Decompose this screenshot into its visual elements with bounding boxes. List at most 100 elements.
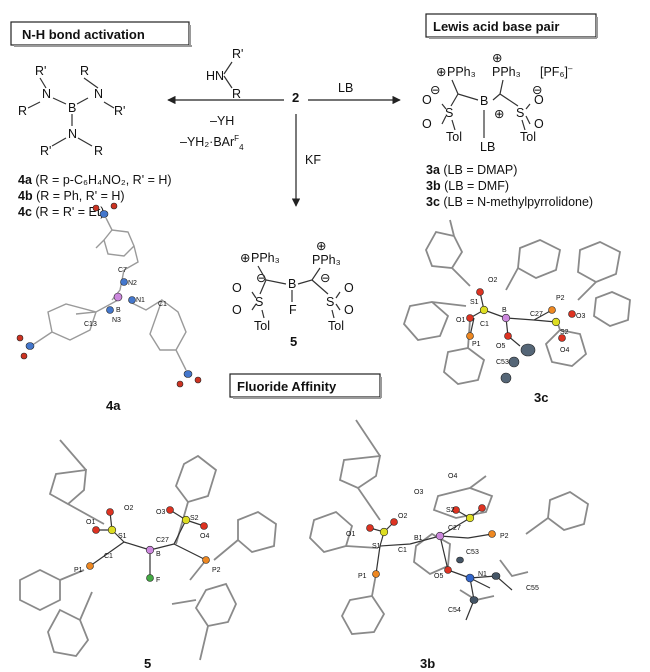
svg-text:C27: C27	[448, 525, 461, 532]
svg-text:N: N	[42, 87, 51, 101]
svg-text:O4: O4	[200, 533, 209, 540]
svg-text:C1: C1	[480, 321, 489, 328]
svg-text:O3: O3	[414, 489, 423, 496]
svg-text:B: B	[116, 307, 121, 314]
svg-text:C7: C7	[118, 267, 127, 274]
svg-text:[PF₆]–: [PF₆]–	[540, 64, 573, 79]
svg-text:S: S	[445, 106, 453, 120]
crystal-3c: O2 P2 S1 O1 C1 B C27 O3 S2 P1 O5 C53 O4 …	[402, 219, 631, 405]
svg-text:⊕: ⊕	[240, 251, 250, 265]
structure-3: ⊕ PPh₃ ⊕ PPh₃ [PF₆]– ⊖ ⊖ B ⊕ S S O O O O…	[422, 51, 573, 154]
lewis-box-title: Lewis acid base pair	[433, 19, 559, 34]
svg-text:R: R	[232, 87, 241, 101]
svg-text:–YH: –YH	[210, 114, 234, 128]
svg-text:⊖: ⊖	[430, 83, 440, 97]
crystal-5: O2 O1 S1 O3 S2 O4 C1 C27 B P1 P2 F 5	[19, 439, 277, 671]
svg-text:P2: P2	[212, 567, 221, 574]
svg-text:–YH₂·BArF4: –YH₂·BArF4	[180, 134, 244, 152]
svg-text:Tol: Tol	[328, 319, 344, 333]
svg-text:P2: P2	[556, 295, 565, 302]
compounds-3-list: 3a (LB = DMAP) 3b (LB = DMF) 3c (LB = N-…	[426, 163, 593, 209]
crystal-3c-label: 3c	[534, 390, 548, 405]
nh-box-title: N-H bond activation	[22, 27, 145, 42]
svg-text:C1: C1	[104, 553, 113, 560]
svg-text:O4: O4	[560, 347, 569, 354]
svg-text:C53: C53	[496, 359, 509, 366]
svg-text:B: B	[156, 551, 161, 558]
crystal-3b-label: 3b	[420, 656, 435, 671]
svg-text:O1: O1	[456, 317, 465, 324]
fluoride-box-title: Fluoride Affinity	[237, 379, 337, 394]
svg-text:F: F	[289, 303, 297, 317]
svg-text:C55: C55	[526, 585, 539, 592]
fluoride-box: Fluoride Affinity	[229, 373, 382, 399]
svg-text:3a (LB = DMAP): 3a (LB = DMAP)	[426, 163, 517, 177]
svg-text:4a (R = p-C₆H₄NO₂, R' = H): 4a (R = p-C₆H₄NO₂, R' = H)	[18, 173, 172, 187]
svg-text:3b (LB = DMF): 3b (LB = DMF)	[426, 179, 509, 193]
svg-text:S: S	[326, 295, 334, 309]
svg-text:N3: N3	[112, 317, 121, 324]
svg-text:O: O	[344, 281, 354, 295]
svg-text:R: R	[80, 64, 89, 78]
svg-text:N: N	[68, 127, 77, 141]
svg-text:B: B	[480, 94, 488, 108]
svg-text:LB: LB	[338, 81, 353, 95]
svg-text:N1: N1	[136, 297, 145, 304]
svg-text:⊖: ⊖	[532, 83, 542, 97]
svg-text:B: B	[68, 101, 76, 115]
svg-text:S1: S1	[372, 543, 381, 550]
svg-text:C53: C53	[466, 549, 479, 556]
svg-text:R': R'	[40, 144, 51, 158]
structure-4: R' R N N B R R' N R' R	[18, 64, 125, 158]
svg-text:C1: C1	[398, 547, 407, 554]
svg-text:C27: C27	[156, 537, 169, 544]
svg-text:HN: HN	[206, 69, 224, 83]
svg-text:⊖: ⊖	[256, 271, 266, 285]
svg-text:⊕: ⊕	[436, 65, 446, 79]
svg-text:S1: S1	[470, 299, 479, 306]
svg-text:B1: B1	[414, 535, 423, 542]
svg-text:⊕: ⊕	[492, 51, 502, 65]
svg-text:PPh₃: PPh₃	[312, 253, 341, 267]
svg-text:B: B	[502, 307, 507, 314]
svg-text:N: N	[94, 87, 103, 101]
crystal-5-label: 5	[144, 656, 151, 671]
crystal-4a: C7 N2 N1 C1 B C13 N3 4a	[16, 202, 202, 413]
svg-text:O: O	[534, 93, 544, 107]
svg-text:S2: S2	[190, 515, 199, 522]
svg-text:Tol: Tol	[520, 130, 536, 144]
svg-text:C54: C54	[448, 607, 461, 614]
svg-text:O: O	[232, 303, 242, 317]
lewis-box: Lewis acid base pair	[425, 13, 598, 39]
svg-text:S1: S1	[118, 533, 127, 540]
svg-text:P2: P2	[500, 533, 509, 540]
svg-text:N2: N2	[128, 280, 137, 287]
structure-5: ⊕ PPh₃ ⊕ PPh₃ ⊖ ⊖ B F S S O O O O Tol To…	[232, 239, 354, 349]
svg-text:O1: O1	[346, 531, 355, 538]
svg-text:R': R'	[232, 47, 243, 61]
amine-reagent: R' HN R	[206, 47, 243, 101]
svg-text:C13: C13	[84, 321, 97, 328]
svg-text:PPh₃: PPh₃	[447, 65, 476, 79]
svg-text:S2: S2	[560, 329, 569, 336]
svg-text:R: R	[94, 144, 103, 158]
svg-text:O3: O3	[156, 509, 165, 516]
svg-text:S2: S2	[446, 507, 455, 514]
svg-text:O4: O4	[448, 473, 457, 480]
svg-text:PPh₃: PPh₃	[492, 65, 521, 79]
svg-text:O: O	[344, 303, 354, 317]
svg-text:P1: P1	[358, 573, 367, 580]
svg-text:KF: KF	[305, 153, 321, 167]
svg-text:C27: C27	[530, 311, 543, 318]
crystal-4a-label: 4a	[106, 398, 121, 413]
svg-text:O1: O1	[86, 519, 95, 526]
compound-5-label: 5	[290, 334, 297, 349]
svg-text:3c (LB = N-methylpyrrolidone): 3c (LB = N-methylpyrrolidone)	[426, 195, 593, 209]
svg-text:P1: P1	[472, 341, 481, 348]
svg-text:4c (R = R' = Et): 4c (R = R' = Et)	[18, 205, 104, 219]
svg-text:O2: O2	[124, 505, 133, 512]
svg-text:LB: LB	[480, 140, 495, 154]
svg-text:R: R	[18, 104, 27, 118]
svg-text:S: S	[516, 106, 524, 120]
